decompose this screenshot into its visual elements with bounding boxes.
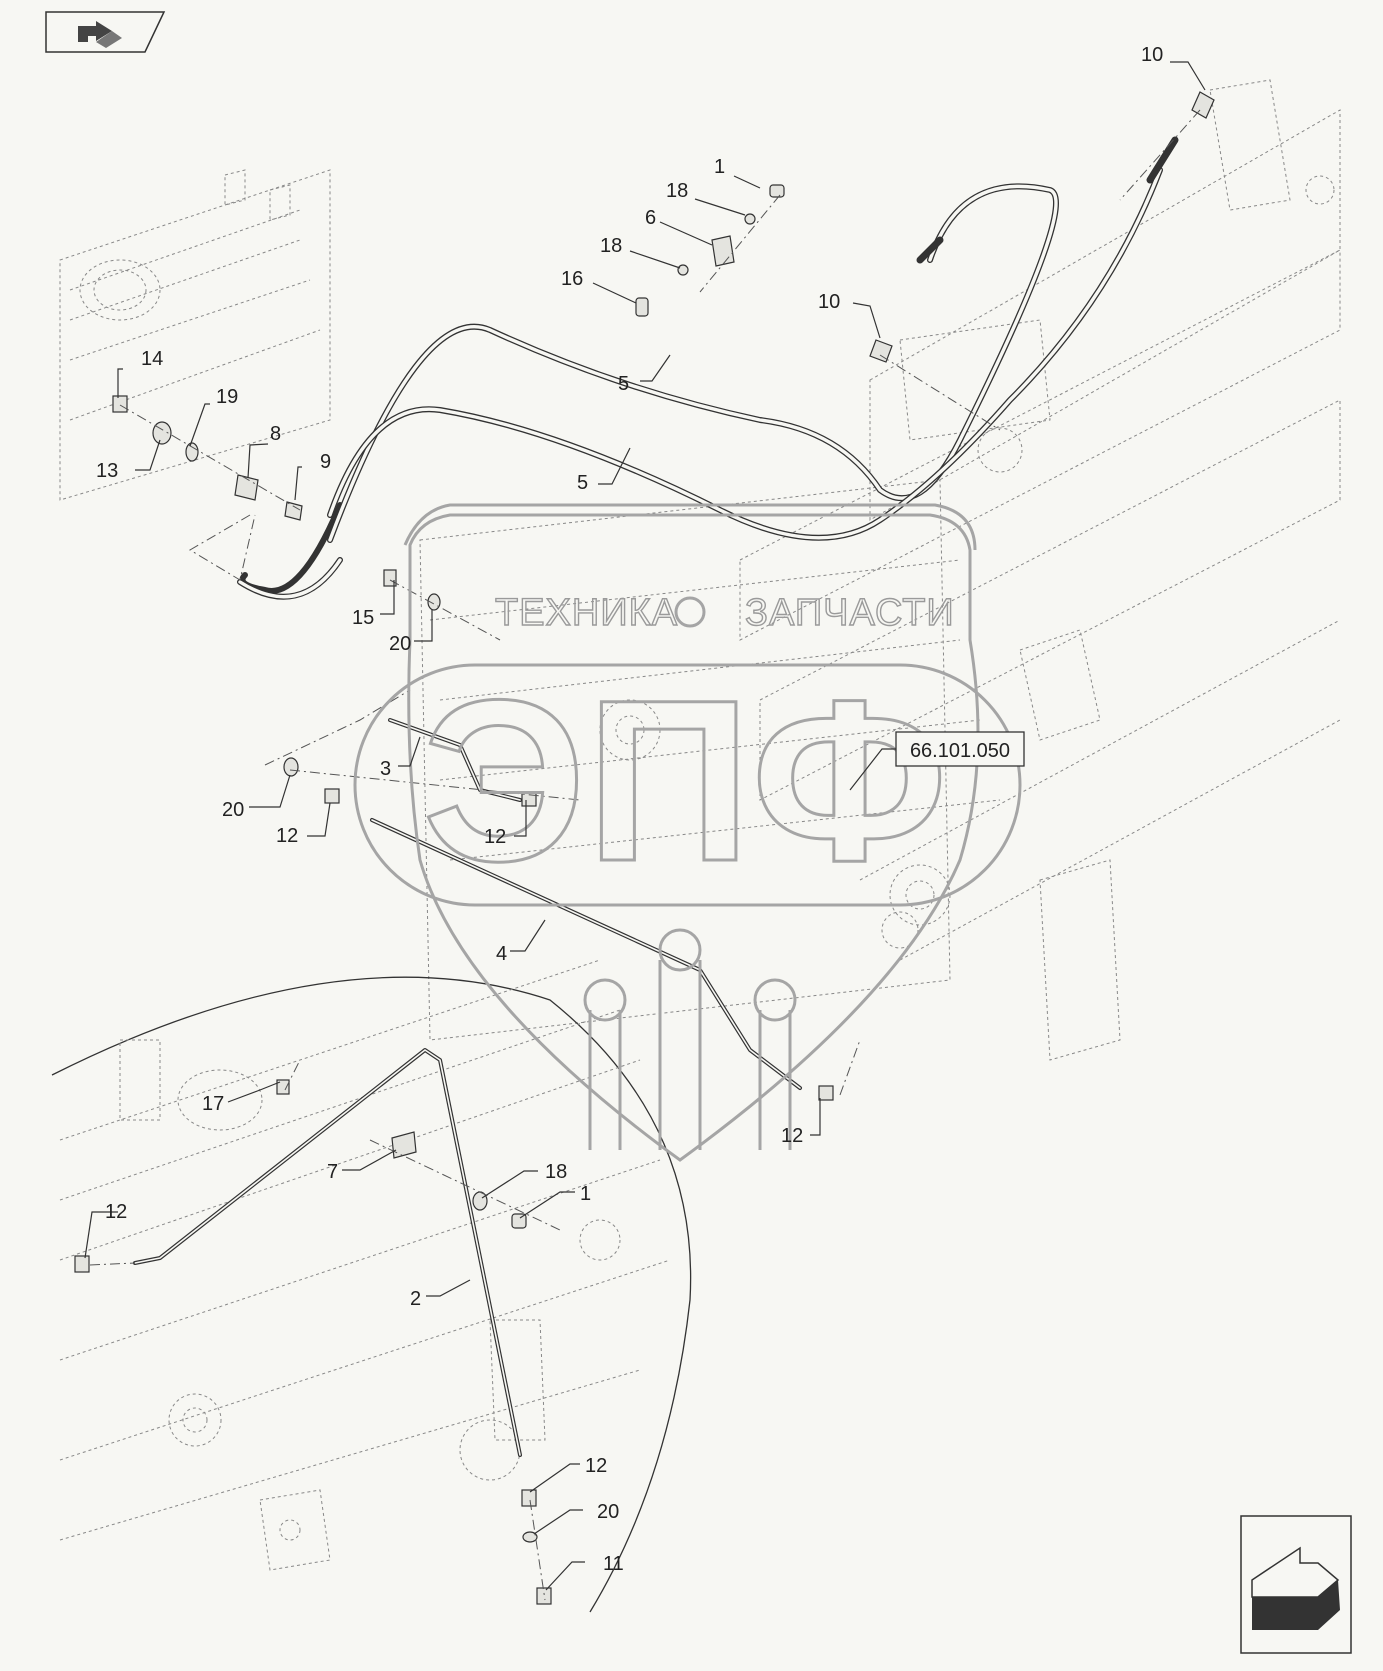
next-page-arrow-icon[interactable] <box>1240 1515 1352 1654</box>
callout-label: 20 <box>597 1501 619 1523</box>
callout-label: 19 <box>216 386 238 408</box>
tube-4 <box>370 818 802 1090</box>
callout-label: 12 <box>484 826 506 848</box>
tube-2 <box>133 1048 522 1457</box>
callout-label: 15 <box>352 607 374 629</box>
callout-label: 1 <box>714 156 725 178</box>
callout-label: 20 <box>389 633 411 655</box>
watermark: ТЕХНИКА ЗАПЧАСТИ ЭПФ <box>353 503 1022 1162</box>
callout-label: 12 <box>276 825 298 847</box>
fittings <box>74 91 1215 1605</box>
callout-label: 4 <box>496 943 507 965</box>
callout-label: 8 <box>270 423 281 445</box>
machine-frame-left <box>59 169 331 501</box>
callout-label: 1 <box>580 1183 591 1205</box>
callout-label: 7 <box>327 1161 338 1183</box>
callout-label: 10 <box>818 291 840 313</box>
callout-label: 14 <box>141 348 163 370</box>
callout-label: 17 <box>202 1093 224 1115</box>
return-arrow-icon[interactable] <box>45 11 166 53</box>
callout-label: 12 <box>105 1201 127 1223</box>
callout-label: 12 <box>781 1125 803 1147</box>
callout-label: 3 <box>380 758 391 780</box>
tube-3 <box>388 718 522 802</box>
hydraulic-hose-lower <box>237 136 1179 600</box>
callout-label: 16 <box>561 268 583 290</box>
detail-view-circle <box>51 959 692 1613</box>
callout-label: 18 <box>545 1161 567 1183</box>
callout-label: 11 <box>603 1553 624 1575</box>
watermark-left-text: ТЕХНИКА <box>495 592 678 634</box>
callout-label: 5 <box>618 373 629 395</box>
callout-numbers: 1 18 6 18 16 10 10 14 19 13 8 9 5 5 15 2… <box>96 44 1163 1575</box>
assembly-lines <box>89 109 1201 1601</box>
watermark-logo: ЭПФ <box>422 652 947 909</box>
machine-frame-right <box>739 79 1341 1061</box>
callout-label: 10 <box>1141 44 1163 66</box>
callout-label: 20 <box>222 799 244 821</box>
callout-label: 6 <box>645 207 656 229</box>
reference-box[interactable]: 66.101.050 <box>849 731 1025 791</box>
callout-label: 2 <box>410 1288 421 1310</box>
callout-leaders <box>84 61 1206 1591</box>
callout-label: 18 <box>666 180 688 202</box>
callout-label: 12 <box>585 1455 607 1477</box>
callout-label: 5 <box>577 472 588 494</box>
callout-label: 18 <box>600 235 622 257</box>
callout-label: 13 <box>96 460 118 482</box>
reference-label[interactable]: 66.101.050 <box>910 740 1010 762</box>
watermark-right-text: ЗАПЧАСТИ <box>745 592 955 634</box>
callout-label: 9 <box>320 451 331 473</box>
